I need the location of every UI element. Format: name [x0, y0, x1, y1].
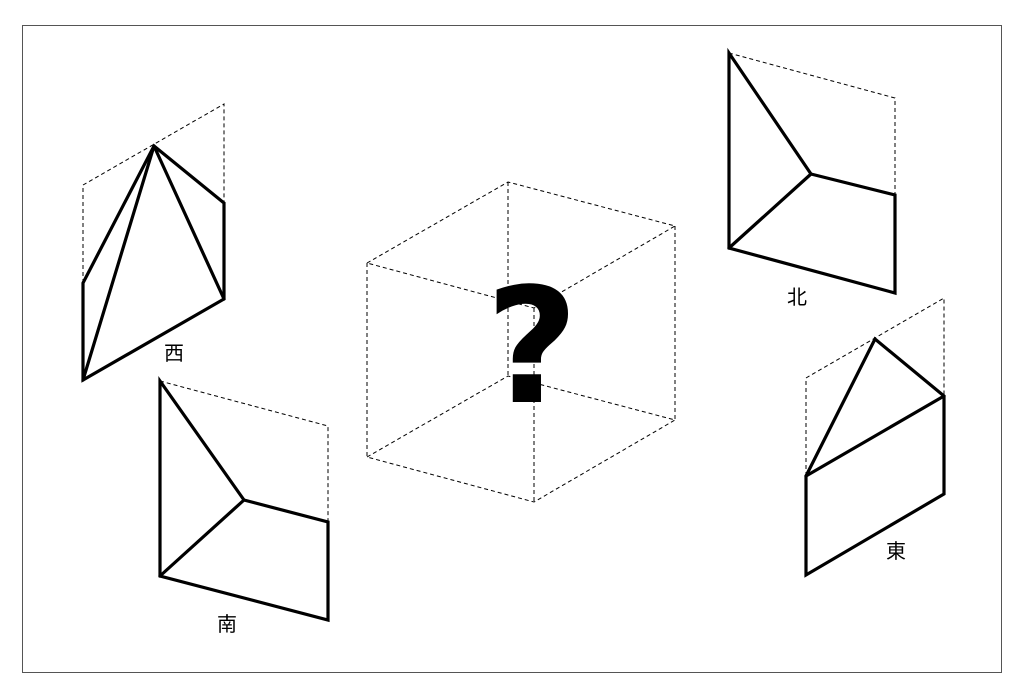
- east-view-figure: [804, 297, 946, 578]
- west-ridge-line: [81, 144, 156, 382]
- east-dashed-box: [805, 297, 945, 476]
- cube-top-face: [365, 181, 677, 309]
- north-outline: [727, 47, 897, 296]
- west-ridge-line: [152, 144, 226, 301]
- label-south: 南: [217, 612, 237, 636]
- center-dashed-cube: [365, 181, 677, 503]
- east-ridge-line: [804, 394, 946, 478]
- label-north: 北: [787, 285, 807, 309]
- label-west: 西: [164, 341, 184, 365]
- question-mark: ?: [486, 253, 579, 440]
- label-east: 東: [886, 539, 906, 563]
- west-outline: [81, 143, 226, 383]
- north-dashed-box: [728, 52, 896, 195]
- diagram-frame: [22, 25, 1002, 673]
- cube-bottom-face: [365, 375, 677, 503]
- south-outline: [158, 375, 330, 623]
- west-dashed-box: [82, 103, 225, 283]
- north-view-figure: [727, 47, 897, 296]
- south-ridge-line: [158, 498, 246, 578]
- south-dashed-box: [159, 380, 329, 522]
- west-view-figure: [81, 103, 226, 383]
- south-view-figure: [158, 375, 330, 623]
- north-ridge-line: [727, 172, 813, 250]
- east-outline: [804, 336, 946, 578]
